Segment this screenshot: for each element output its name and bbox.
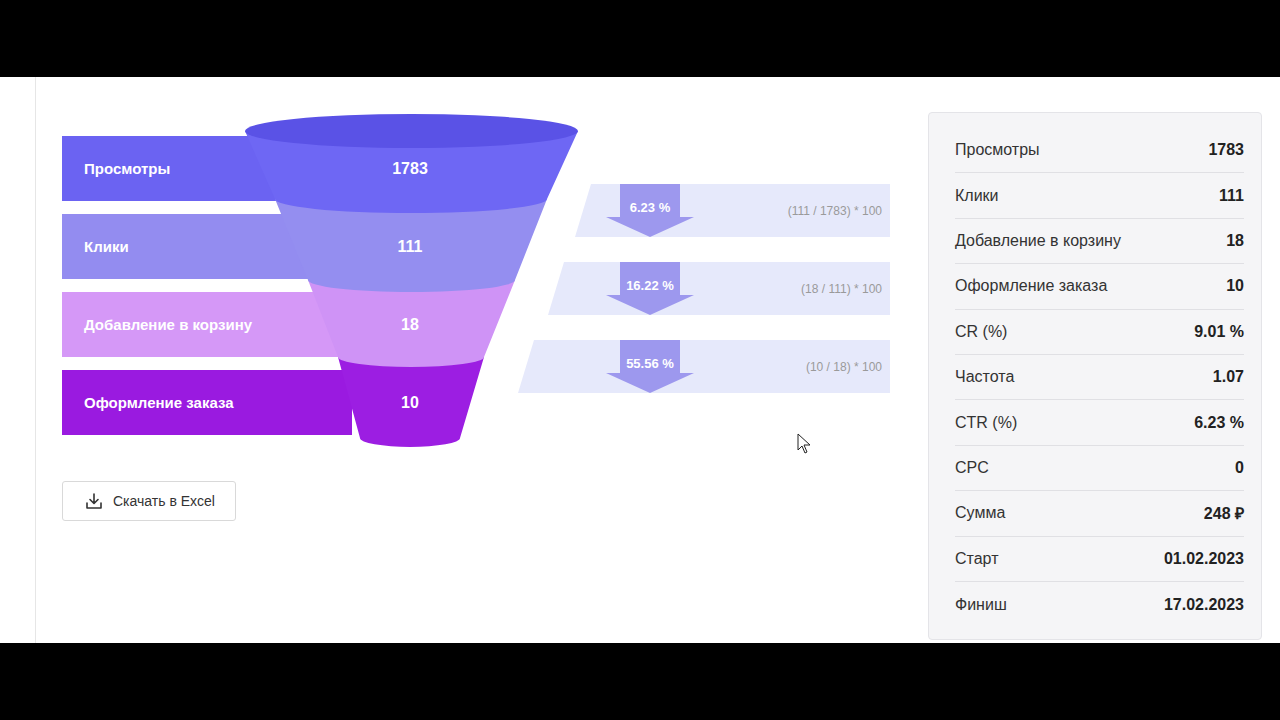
metric-value: 0 — [1235, 459, 1244, 477]
metric-name: Частота — [955, 368, 1014, 386]
divider-line — [35, 77, 36, 643]
download-button: Скачать в Excel — [62, 481, 236, 521]
stats-row: Сумма 248 ₽ — [955, 491, 1244, 536]
metric-name: CTR (%) — [955, 414, 1017, 432]
stats-row: CR (%) 9.01 % — [955, 310, 1244, 355]
stats-row: Просмотры 1783 — [955, 128, 1244, 173]
stage-value: 1783 — [310, 160, 510, 178]
stats-row: CPC 0 — [955, 446, 1244, 491]
step-band — [548, 262, 890, 315]
conversion-percent: 16.22 % — [600, 278, 700, 293]
metric-name: Сумма — [955, 504, 1005, 522]
conversion-percent: 55.56 % — [600, 356, 700, 371]
funnel-segment — [308, 280, 515, 367]
stage-name: Оформление заказа — [62, 394, 310, 411]
step-band — [575, 184, 890, 237]
metric-value: 17.02.2023 — [1164, 596, 1244, 614]
bottom-bar — [0, 643, 1280, 720]
funnel-stage: Клики111 — [62, 214, 578, 279]
stats-panel: Просмотры 1783Клики 111Добавление в корзин… — [928, 112, 1262, 640]
stage-name: Клики — [62, 238, 310, 255]
metric-name: CR (%) — [955, 323, 1007, 341]
band-rect — [62, 370, 352, 435]
metric-value: 248 ₽ — [1204, 502, 1244, 524]
download-icon — [85, 492, 103, 510]
metric-value: 111 — [1219, 187, 1244, 205]
conversion-step: 16.22 % (18 / 111) * 100 — [548, 262, 890, 315]
stage-name: Добавление в корзину — [62, 316, 310, 333]
mouse-cursor — [798, 434, 810, 453]
step-band — [518, 340, 890, 393]
metric-name: Финиш — [955, 596, 1007, 614]
funnel-stage: Оформление заказа10 — [62, 370, 578, 435]
conversion-formula: (18 / 111) * 100 — [801, 282, 890, 296]
stage-value: 10 — [310, 394, 510, 412]
funnel-stage: Добавление в корзину18 — [62, 292, 578, 357]
metric-name: Клики — [955, 187, 999, 205]
stage-value: 18 — [310, 316, 510, 334]
metric-value: 01.02.2023 — [1164, 550, 1244, 568]
stats-row: Добавление в корзину 18 — [955, 219, 1244, 264]
stats-row: Финиш 17.02.2023 — [955, 582, 1244, 627]
conversion-formula: (10 / 18) * 100 — [806, 360, 890, 374]
conversion-step: 55.56 % (10 / 18) * 100 — [518, 340, 890, 393]
metric-value: 1.07 — [1213, 368, 1244, 386]
top-bar — [0, 0, 1280, 77]
metric-value: 6.23 % — [1194, 414, 1244, 432]
band-rect — [62, 292, 352, 357]
stage-value: 111 — [310, 238, 510, 256]
metric-value: 1783 — [1208, 141, 1244, 159]
metric-name: Просмотры — [955, 141, 1040, 159]
metric-value: 18 — [1226, 232, 1244, 250]
stats-row: Клики 111 — [955, 173, 1244, 218]
stats-row: CTR (%) 6.23 % — [955, 400, 1244, 445]
conversion-step: 6.23 % (111 / 1783) * 100 — [575, 184, 890, 237]
stage-name: Просмотры — [62, 160, 310, 177]
metric-name: Оформление заказа — [955, 277, 1107, 295]
metric-value: 9.01 % — [1194, 323, 1244, 341]
metric-value: 10 — [1226, 277, 1244, 295]
funnel — [62, 114, 578, 447]
stats-row: Частота 1.07 — [955, 355, 1244, 400]
metric-name: Старт — [955, 550, 998, 568]
funnel-stage: Просмотры1783 — [62, 136, 578, 201]
conversion-percent: 6.23 % — [600, 200, 700, 215]
conversion-formula: (111 / 1783) * 100 — [788, 204, 890, 218]
funnel-top — [245, 114, 578, 148]
metric-name: Добавление в корзину — [955, 232, 1121, 250]
metric-name: CPC — [955, 459, 989, 477]
stats-row: Оформление заказа 10 — [955, 264, 1244, 309]
button-label: Скачать в Excel — [113, 493, 215, 509]
stats-row: Старт 01.02.2023 — [955, 537, 1244, 582]
